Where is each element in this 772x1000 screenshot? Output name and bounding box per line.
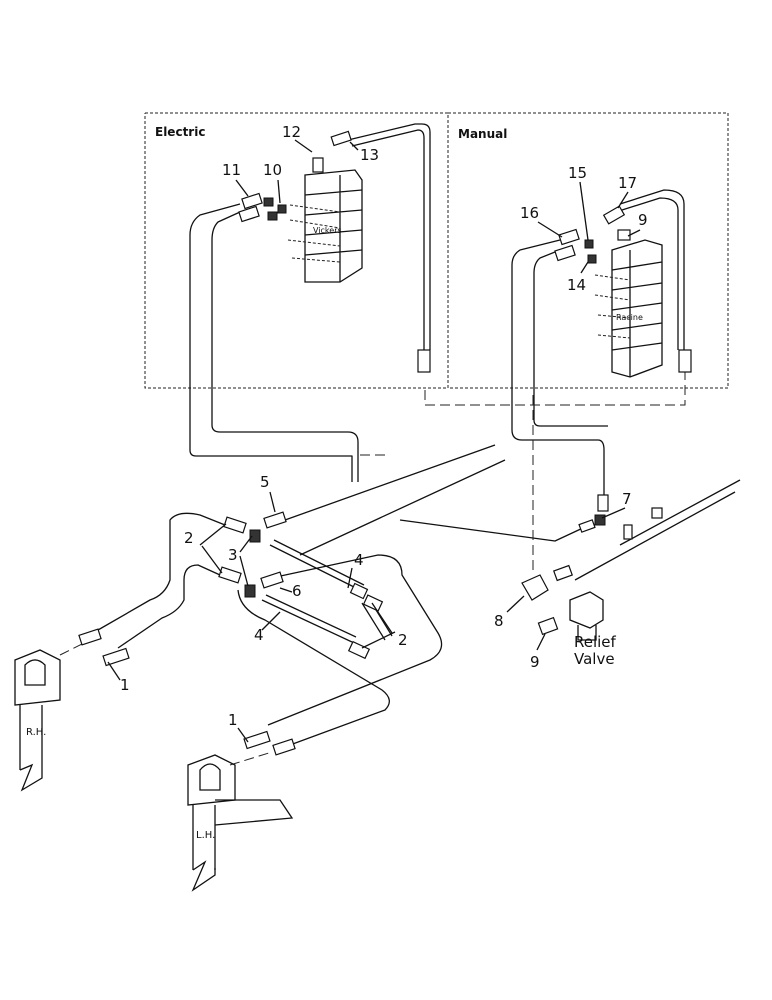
electric-panel — [144, 112, 449, 389]
callout-17: 17 — [618, 174, 637, 192]
callout-8: 8 — [494, 612, 504, 630]
callout-16: 16 — [520, 204, 539, 222]
rh-shank-label: R.H. — [26, 727, 46, 738]
relief-valve-label-2: Valve — [574, 650, 615, 668]
leader-lines — [59, 370, 686, 766]
callout-9-lower: 9 — [530, 653, 540, 671]
racine-label: Racine — [616, 313, 643, 322]
callout-14: 14 — [567, 276, 586, 294]
callout-leaders — [107, 139, 641, 743]
relief-valve — [569, 591, 604, 641]
callout-15: 15 — [568, 164, 587, 182]
callout-1-rh: 1 — [120, 676, 130, 694]
callout-2-right: 2 — [398, 631, 408, 649]
callouts: 1 1 2 2 3 4 4 5 6 7 8 9 9 10 11 12 13 14… — [120, 123, 648, 729]
callout-1-lh: 1 — [228, 711, 238, 729]
electric-panel-label: Electric — [155, 125, 205, 139]
hose-lines — [97, 123, 741, 746]
callout-5: 5 — [260, 473, 270, 491]
relief-valve-label-1: Relief — [574, 633, 617, 651]
rh-shank — [14, 649, 61, 792]
callout-11: 11 — [222, 161, 241, 179]
vickers-valve: Vickers — [287, 157, 363, 283]
callout-3: 3 — [228, 546, 238, 564]
racine-valve: Racine — [594, 239, 663, 378]
callout-2-left: 2 — [184, 529, 194, 547]
callout-13: 13 — [360, 146, 379, 164]
vickers-label: Vickers — [313, 226, 342, 235]
fittings — [78, 130, 692, 756]
manual-panel — [448, 112, 729, 389]
callout-6: 6 — [292, 582, 302, 600]
lh-shank-label: L.H. — [196, 830, 215, 841]
callout-10: 10 — [263, 161, 282, 179]
callout-12: 12 — [282, 123, 301, 141]
manual-panel-label: Manual — [458, 127, 507, 141]
callout-4-upper: 4 — [354, 551, 364, 569]
callout-7: 7 — [622, 490, 632, 508]
callout-4-lower: 4 — [254, 626, 264, 644]
callout-9-upper: 9 — [638, 211, 648, 229]
lh-shank — [187, 754, 294, 892]
